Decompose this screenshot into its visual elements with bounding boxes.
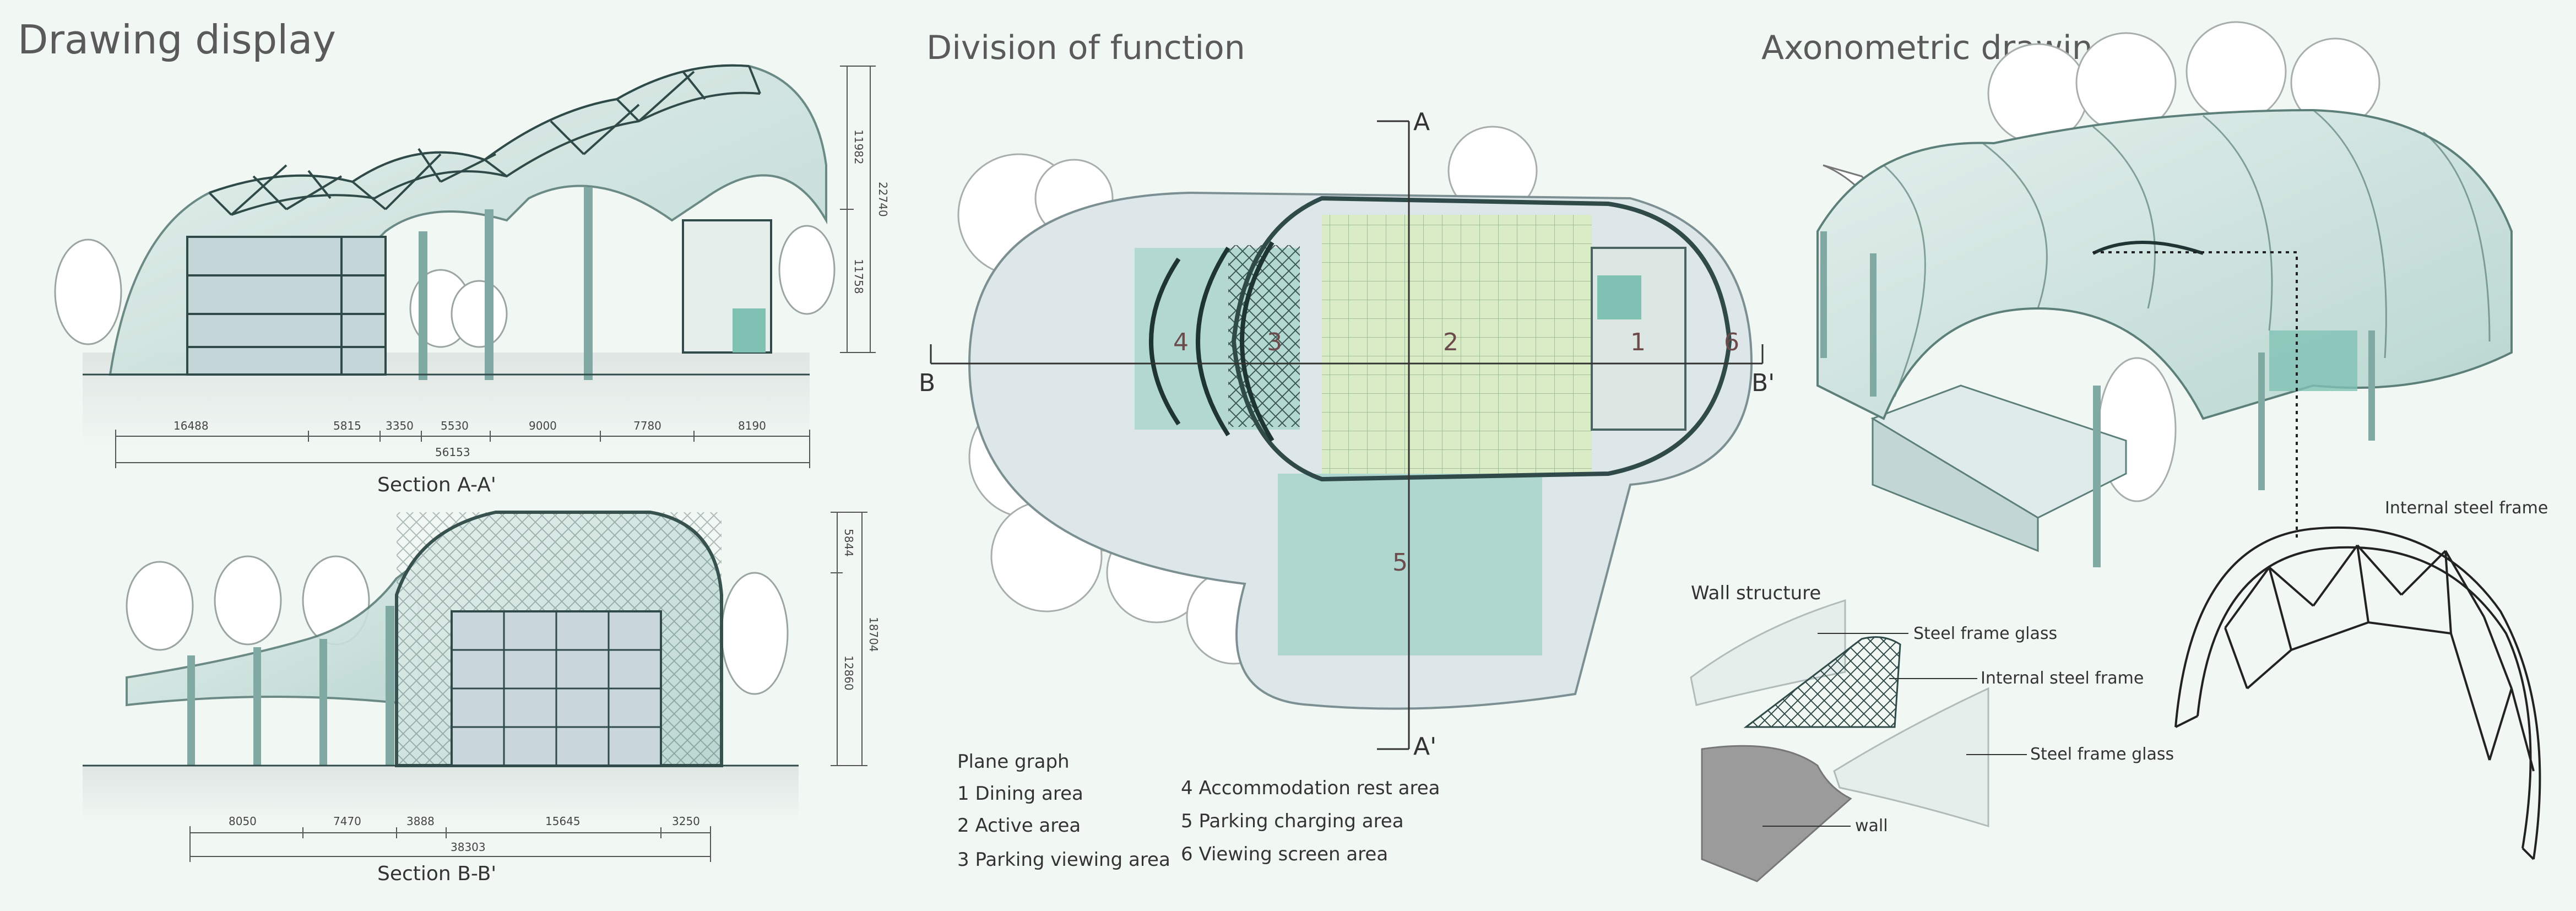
axon-frame-label: Internal steel frame [2385, 498, 2548, 518]
section-aa-height-total: 22740 [876, 182, 890, 217]
section-aa-floors [187, 237, 386, 375]
section-aa-vertical-dims [840, 66, 876, 353]
wall-layer-outer-glass [1690, 599, 1846, 706]
wall-layer-steel-frame [1743, 636, 1901, 728]
legend-item-5: 5 Parking charging area [1181, 810, 1404, 832]
section-aa-dim-6: 8190 [738, 419, 766, 432]
axon-main-arch [2092, 241, 2204, 255]
section-aa-height-0: 11982 [852, 129, 865, 165]
section-bb-caption: Section B-B' [377, 863, 496, 885]
wall-label-3: wall [1855, 816, 1888, 836]
section-bb-dim-1: 7470 [333, 815, 361, 828]
legend-item-4: 4 Accommodation rest area [1181, 777, 1440, 799]
plan-arcs [1149, 241, 1275, 442]
legend-item-3: 3 Parking viewing area [957, 849, 1170, 871]
section-aa-height-1: 11758 [852, 259, 865, 294]
section-aa-dim-5: 7780 [633, 419, 661, 432]
section-aa-dim-4: 9000 [529, 419, 557, 432]
plan-zone-label-1: 1 [1630, 328, 1646, 356]
section-bb-ground [83, 766, 799, 821]
section-bb-dim-lines [189, 826, 711, 862]
legend-title: Plane graph [957, 751, 1070, 773]
section-aa-truss [208, 64, 761, 216]
section-bb-drawing: 8050 7470 3888 15645 3250 38303 5844 128… [83, 511, 880, 885]
legend-item-2: 2 Active area [957, 815, 1081, 837]
legend-item-6: 6 Viewing screen area [1181, 843, 1388, 865]
axon-leader [2093, 251, 2298, 540]
section-bb-height-0: 5844 [842, 529, 855, 557]
plan-axis-b: B [919, 369, 935, 397]
section-aa-columns [419, 187, 593, 380]
section-bb-dim-2: 3888 [406, 815, 435, 828]
section-aa-dim-lines [115, 430, 810, 468]
section-bb-canopy [126, 560, 420, 707]
axon-base-side [1872, 417, 2039, 552]
axon-vault-ribs [1883, 109, 2491, 397]
section-bb-columns [187, 606, 394, 766]
plan-zone-label-2: 2 [1443, 328, 1458, 356]
plan-axis-a: A [1413, 108, 1430, 136]
wall-label-0: Steel frame glass [1913, 624, 2057, 643]
section-bb-dim-4: 3250 [672, 815, 700, 828]
section-bb-dim-0: 8050 [229, 815, 257, 828]
section-aa-dim-2: 3350 [386, 419, 414, 432]
section-aa-trees [54, 225, 836, 348]
section-bb-dim-3: 15645 [545, 815, 581, 828]
plan-zone-label-4: 4 [1173, 328, 1189, 356]
plan-axes [930, 120, 1764, 750]
section-bb-height-1: 12860 [842, 655, 855, 691]
section-aa-caption: Section A-A' [377, 474, 496, 496]
plan-drawing: A A' B B' 1 2 3 4 5 6 [919, 108, 1775, 761]
axon-trees [1987, 21, 2380, 502]
plan-zone-2-grid [1322, 215, 1592, 474]
plan-zone-1-block [1597, 275, 1641, 319]
plan-zone-5 [1278, 474, 1542, 655]
section-aa-dim-1: 5815 [333, 419, 361, 432]
plan-zone-label-5: 5 [1392, 549, 1408, 577]
axon-interior [2269, 330, 2357, 391]
plan-axis-a-prime: A' [1413, 733, 1436, 761]
plan-zone-label-3: 3 [1267, 328, 1282, 356]
wall-label-1: Internal steel frame [1981, 669, 2144, 688]
wall-layer-wall [1701, 745, 1852, 882]
axon-columns [1820, 231, 2375, 567]
wall-leaders [1762, 633, 2027, 827]
legend-item-1: 1 Dining area [957, 783, 1083, 805]
section-bb-trees [126, 555, 789, 695]
wall-structure-title: Wall structure [1691, 582, 1821, 604]
section-aa-dim-total: 56153 [435, 446, 470, 459]
plan-zone-label-6: 6 [1724, 328, 1739, 356]
section-aa-dim-3: 5530 [441, 419, 469, 432]
wall-label-2: Steel frame glass [2030, 745, 2174, 764]
wall-layer-inner-glass [1833, 687, 1989, 828]
wall-structure-diagram: Wall structure Steel frame glass Interna… [1690, 582, 2174, 882]
plan-axis-b-prime: B' [1751, 369, 1775, 397]
internal-steel-frame-wireframe [2174, 526, 2541, 860]
section-bb-vertical-dims [831, 512, 867, 766]
section-aa-building [186, 236, 387, 376]
plane-graph-legend: Plane graph 1 Dining area 2 Active area … [957, 751, 1440, 871]
axon-vault [1816, 109, 2513, 420]
section-bb-dim-total: 38303 [451, 840, 486, 854]
section-bb-height-total: 18704 [867, 617, 880, 652]
section-aa-dim-0: 16488 [173, 419, 209, 432]
section-aa-drawing: 16488 5815 3350 5530 9000 7780 8190 5615… [54, 64, 890, 496]
plan-zone-3 [1228, 245, 1300, 427]
section-aa-screen [733, 308, 766, 353]
panel-title-division-of-function: Division of function [926, 29, 1245, 67]
plan-frame [1231, 196, 1732, 482]
axonometric-drawing: Internal steel frame [1816, 21, 2548, 860]
section-bb-tower-lines [452, 611, 661, 766]
panel-title-drawing-display: Drawing display [18, 17, 336, 63]
